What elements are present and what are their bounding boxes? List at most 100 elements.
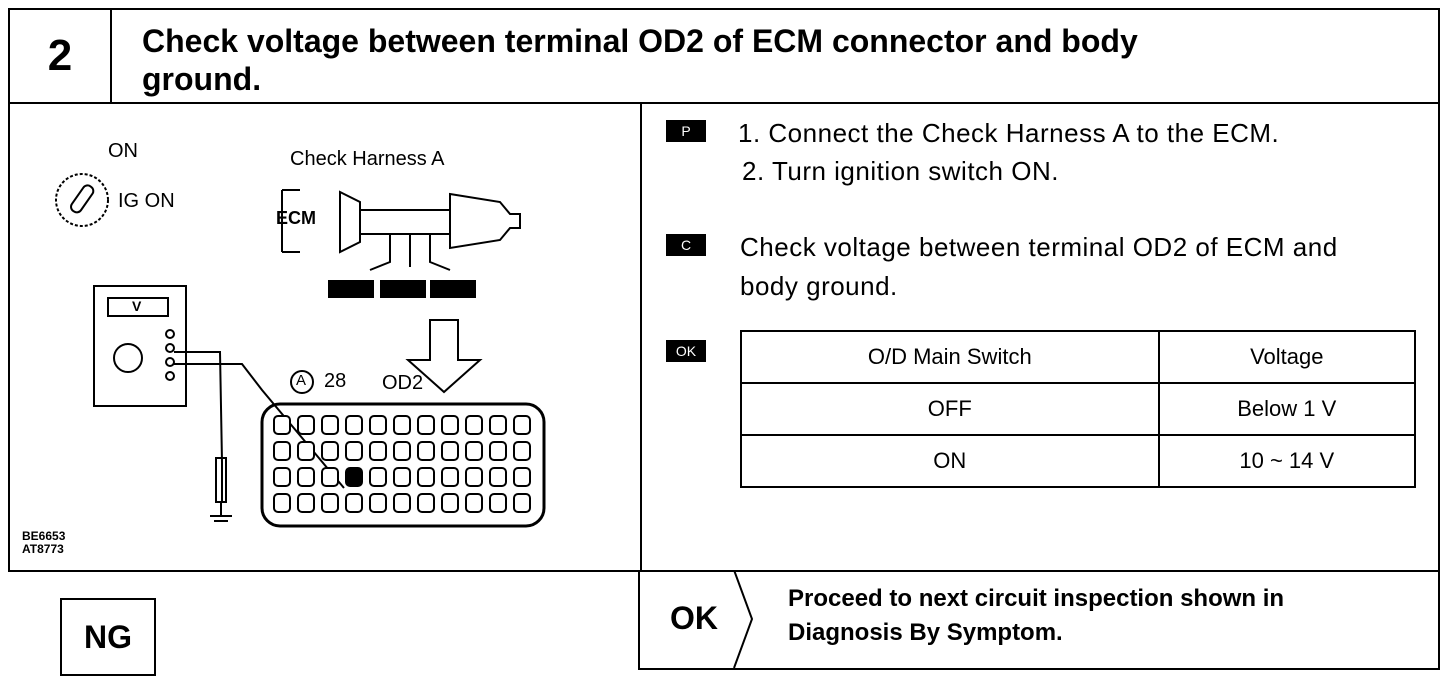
harness-socket-1 [328, 280, 374, 298]
check-line-1: Check voltage between terminal OD2 of EC… [740, 232, 1338, 262]
table-cell-voltage: 10 ~ 14 V [1157, 434, 1417, 488]
connector-terminal [417, 493, 435, 513]
connector-terminal [321, 415, 339, 435]
figure-code-1: BE6653 [22, 529, 66, 543]
table-cell-switch: ON [740, 434, 1160, 488]
connector-terminal [369, 493, 387, 513]
table-cell-voltage: Below 1 V [1157, 382, 1417, 436]
terminal-letter: A [296, 372, 307, 389]
step-title-line-1: Check voltage between terminal OD2 of EC… [142, 23, 1138, 59]
connector-terminal [417, 415, 435, 435]
voltmeter-icon [93, 285, 187, 407]
harness-label: Check Harness A [290, 148, 445, 170]
connector-terminal [489, 493, 507, 513]
connector-terminal [513, 493, 531, 513]
connector-terminal [465, 415, 483, 435]
figure-codes: BE6653 AT8773 [22, 530, 65, 556]
connector-terminal [513, 467, 531, 487]
procedure-panel: ON IG ON Check Harness A ECM V A 28 OD2 … [8, 102, 1440, 572]
connector-terminal [297, 441, 315, 461]
terminal-number: 28 [324, 370, 347, 392]
probe-lead-negative [174, 351, 223, 502]
result-ok-box: OK Proceed to next circuit inspection sh… [638, 570, 1440, 670]
harness-socket-3 [430, 280, 476, 298]
connector-terminal [465, 493, 483, 513]
connector-terminal [345, 493, 363, 513]
ecm-label: ECM [276, 208, 316, 228]
connector-terminal [273, 415, 291, 435]
table-row: ON 10 ~ 14 V [740, 434, 1417, 488]
wiring-diagram [55, 173, 546, 528]
result-ok-label: OK [670, 600, 718, 636]
connector-terminal [489, 467, 507, 487]
prep-step-1: 1. Connect the Check Harness A to the EC… [738, 118, 1280, 148]
connector-terminal [465, 467, 483, 487]
connector-terminal [393, 467, 411, 487]
connector-terminal [369, 467, 387, 487]
result-ng-box: NG [60, 598, 156, 676]
result-ok-line-2: Diagnosis By Symptom. [788, 619, 1063, 646]
switch-ig-on-label: IG ON [118, 190, 175, 212]
result-ok-line-1: Proceed to next circuit inspection shown… [788, 585, 1285, 612]
connector-terminal [345, 415, 363, 435]
ecm-connector-outline [260, 402, 546, 528]
wiring-illustration: ON IG ON Check Harness A ECM V A 28 OD2 … [10, 102, 640, 572]
probe-tip [215, 457, 227, 503]
terminal-od2-label: OD2 [382, 372, 424, 394]
connector-terminal [393, 441, 411, 461]
check-line-2: body ground. [740, 271, 898, 301]
connector-terminal [345, 441, 363, 461]
voltage-spec-table: O/D Main Switch Voltage OFF Below 1 V ON… [740, 330, 1417, 488]
connector-terminal [417, 467, 435, 487]
connector-terminal [513, 415, 531, 435]
harness-socket-2 [380, 280, 426, 298]
step-header: 2 Check voltage between terminal OD2 of … [8, 8, 1440, 104]
prep-step-2: 2. Turn ignition switch ON. [742, 156, 1059, 186]
probe-lead-positive [174, 363, 345, 489]
result-ng-label: NG [84, 618, 132, 655]
table-header-row: O/D Main Switch Voltage [740, 330, 1417, 384]
connector-terminal [441, 415, 459, 435]
connector-terminal [513, 441, 531, 461]
connector-terminal [369, 415, 387, 435]
connector-terminal [441, 467, 459, 487]
terminal-a-circle [290, 370, 314, 394]
meter-label: V [132, 298, 142, 314]
figure-code-2: AT8773 [22, 542, 64, 556]
step-number: 2 [10, 10, 112, 102]
ecm-connector-terminals [273, 415, 531, 513]
connector-terminal [441, 493, 459, 513]
panel-divider [640, 102, 642, 572]
connector-terminal [321, 441, 339, 461]
table-cell-switch: OFF [740, 382, 1160, 436]
switch-on-label: ON [108, 140, 138, 162]
connector-terminal [321, 467, 339, 487]
connector-terminal [273, 493, 291, 513]
connector-terminal [297, 493, 315, 513]
chevron-right-icon [733, 570, 754, 668]
ignition-switch-icon [55, 173, 109, 227]
result-ok-text: Proceed to next circuit inspection shown… [788, 582, 1428, 650]
connector-terminal [273, 467, 291, 487]
table-header-voltage: Voltage [1157, 330, 1417, 384]
connector-terminal [297, 467, 315, 487]
check-instruction: Check voltage between terminal OD2 of EC… [740, 232, 1338, 302]
connector-terminal [417, 441, 435, 461]
connector-terminal [465, 441, 483, 461]
connector-terminal [369, 441, 387, 461]
connector-terminal [393, 493, 411, 513]
connector-terminal [297, 415, 315, 435]
check-tag: C [666, 234, 706, 256]
terminal-od2 [345, 467, 363, 487]
connector-terminal [441, 441, 459, 461]
down-arrow-icon [405, 319, 483, 394]
connector-terminal [489, 441, 507, 461]
connector-terminal [393, 415, 411, 435]
table-header-switch: O/D Main Switch [740, 330, 1160, 384]
connector-terminal [321, 493, 339, 513]
connector-terminal [273, 441, 291, 461]
check-harness-icon [281, 189, 521, 271]
prep-tag: P [666, 120, 706, 142]
ok-tag: OK [666, 340, 706, 362]
ground-symbol-icon [210, 502, 232, 522]
